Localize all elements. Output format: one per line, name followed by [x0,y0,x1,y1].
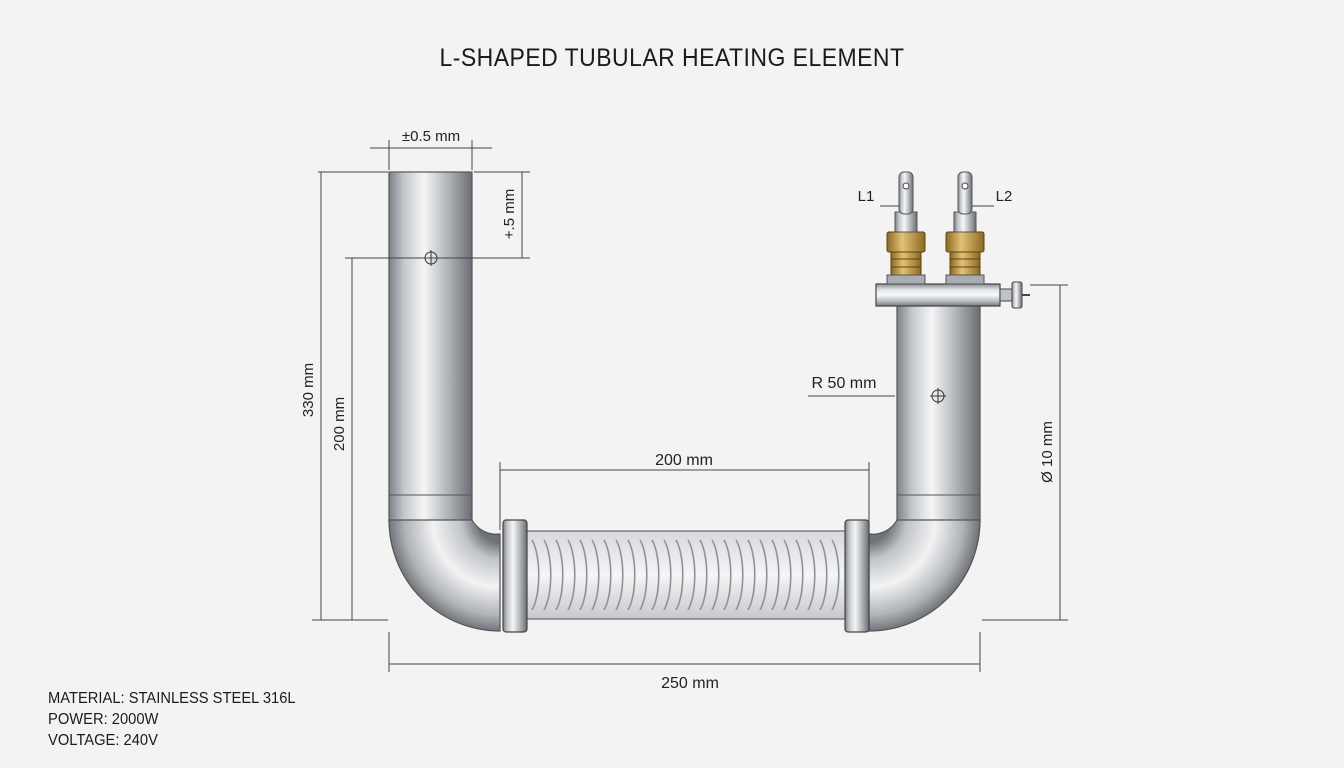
label-tolerance-top: ±0.5 mm [402,128,460,145]
left-bend [388,519,501,632]
coil-winding [747,539,756,611]
terminal-head [875,171,1030,309]
coil-winding [651,539,660,611]
coil-winding [687,539,696,611]
coil-winding [783,539,792,611]
coil-winding [543,539,552,611]
label-overall-length: 250 mm [661,675,719,692]
coil-winding [591,539,600,611]
label-tolerance-side: +.5 mm [501,189,518,239]
label-terminal-l1: L1 [858,188,875,205]
coil-winding [771,539,780,611]
dim-overall-height [312,171,388,621]
coil-winding [675,539,684,611]
label-diameter: Ø 10 mm [1039,421,1056,483]
dim-tolerance-top [370,140,492,170]
label-overall-height: 330 mm [300,363,317,417]
coil-section [502,519,870,633]
left-flange [502,519,528,633]
right-leg-tube [896,299,981,523]
right-flange [844,519,870,633]
label-bend-radius: R 50 mm [812,375,877,392]
dim-overall-length [388,632,981,672]
coil-winding [627,539,636,611]
mounting-plate [875,283,1001,307]
spec-voltage: VOLTAGE: 240V [48,732,158,749]
coil-winding [615,539,624,611]
spec-material: MATERIAL: STAINLESS STEEL 316L [48,690,296,707]
right-bend [868,519,981,632]
coil-winding [831,539,840,611]
coil-winding [807,539,816,611]
coil-winding [699,539,708,611]
coil-winding [819,539,828,611]
dim-diameter [982,284,1068,621]
terminal-l1 [886,171,926,285]
label-terminal-l2: L2 [996,188,1013,205]
coil-winding [795,539,804,611]
coil-winding [711,539,720,611]
coil-winding [639,539,648,611]
label-leg-height: 200 mm [331,397,348,451]
coil-winding [579,539,588,611]
center-mark-right [930,388,946,404]
diagram-title: L-SHAPED TUBULAR HEATING ELEMENT [439,44,905,72]
coil-winding [555,539,564,611]
coil-winding [663,539,672,611]
dim-coil-length [499,462,870,530]
coil-winding [531,539,540,611]
left-leg-tube [388,171,473,523]
label-coil-length: 200 mm [655,452,713,469]
coil-winding [603,539,612,611]
coil-winding [735,539,744,611]
coil-winding [567,539,576,611]
spec-block: MATERIAL: STAINLESS STEEL 316L POWER: 20… [48,688,317,751]
dim-tolerance-side [345,171,530,259]
coil-winding [723,539,732,611]
spec-power: POWER: 2000W [48,711,159,728]
terminal-l2 [945,171,985,285]
mounting-screw [999,281,1030,309]
coil-winding [759,539,768,611]
